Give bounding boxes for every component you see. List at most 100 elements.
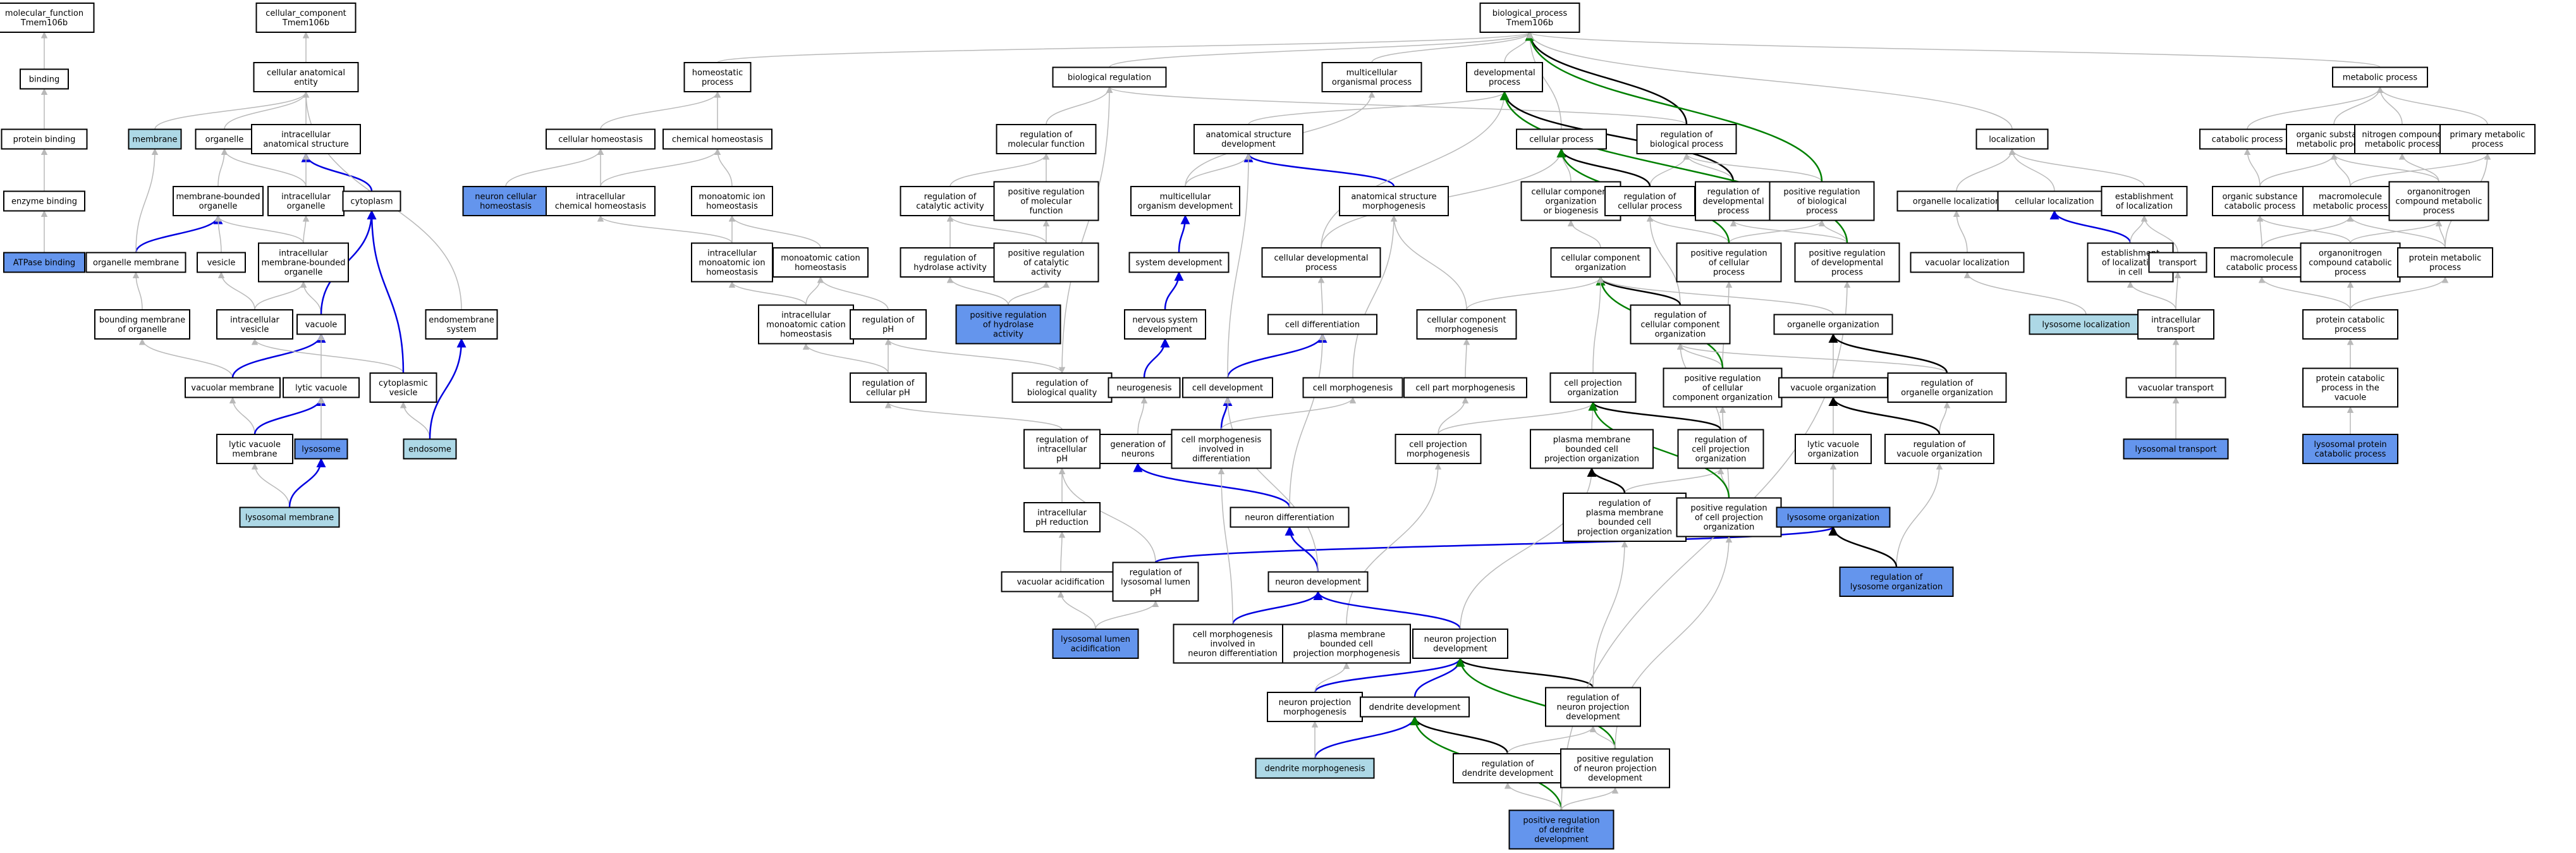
term-label: cell part morphogenesis <box>1415 384 1515 393</box>
edge-is-a <box>2435 219 2446 249</box>
term-label-line: regulation of <box>1707 188 1760 197</box>
term-label-line: intracellular <box>576 192 625 202</box>
term-label: lysosomal transport <box>2135 445 2216 455</box>
term-label-line: intracellular <box>281 130 331 140</box>
term-box <box>1108 377 1181 398</box>
term-label: cellular localization <box>2015 197 2094 207</box>
term-label-line: dendrite morphogenesis <box>1265 764 1365 774</box>
term-box <box>296 314 346 335</box>
term-label: vacuolar transport <box>2138 384 2214 393</box>
term-box <box>1549 372 1637 403</box>
term-label-line: organelle organization <box>1901 388 1993 398</box>
term-label-line: regulation of <box>1871 573 1923 582</box>
term-label: vacuolar localization <box>1925 259 2010 268</box>
term-label-line: homeostasis <box>780 330 832 340</box>
term-label-line: neuron projection <box>1557 703 1630 713</box>
term-box <box>2137 309 2214 340</box>
term-box <box>1124 309 1206 340</box>
edge-is-a <box>2008 148 2145 187</box>
edge-is-a <box>728 281 807 305</box>
term-label-line: development <box>1566 713 1620 722</box>
term-label-line: compound metabolic <box>2395 197 2482 207</box>
edge-is-a <box>1649 152 1690 187</box>
term-label-line: vacuole <box>2335 393 2367 403</box>
term-label-line: of cellular <box>1702 384 1743 393</box>
term-label-line: molecular_function <box>5 9 83 18</box>
term-label-line: positive regulation <box>1809 249 1885 259</box>
term-box <box>173 186 264 216</box>
edge-is-a <box>1371 31 1534 63</box>
term-label-line: plasma membrane <box>1586 508 1664 518</box>
term-label-line: development <box>1138 325 1192 334</box>
term-box <box>1839 567 1954 597</box>
term-label-line: cellular developmental <box>1274 254 1369 263</box>
term-box <box>1267 314 1377 335</box>
term-box <box>1550 247 1651 278</box>
term-label: vesicle <box>207 259 236 268</box>
term-box <box>662 128 772 150</box>
term-label-line: regulation of <box>1921 379 1974 388</box>
edge-is-a <box>214 214 304 243</box>
term-label-line: of dendrite <box>1539 826 1584 835</box>
term-label-line: lysosome <box>302 445 340 455</box>
term-label-line: lysosomal lumen <box>1121 578 1190 587</box>
term-label-line: multicellular <box>1160 192 1211 202</box>
edge-is-a <box>2247 86 2384 130</box>
edge-is-a <box>1314 662 1350 693</box>
term-label-line: cell morphogenesis <box>1193 630 1273 640</box>
term-label-line: cell projection <box>1409 440 1467 450</box>
term-label: cell differentiation <box>1285 321 1360 330</box>
term-box <box>369 372 437 403</box>
term-label-line: neurogenesis <box>1116 384 1171 393</box>
term-box <box>1663 367 1783 408</box>
term-node-cytoplasm: cytoplasm <box>342 190 401 212</box>
term-box <box>1255 758 1375 779</box>
term-label-line: membrane <box>232 450 277 459</box>
term-label-line: organelle <box>284 268 323 278</box>
term-box <box>850 309 927 340</box>
edge-is-a <box>1438 396 1469 435</box>
edge-is-a <box>1676 343 1948 374</box>
term-label: endosome <box>408 445 451 455</box>
edge-is-a <box>600 148 721 187</box>
term-box <box>1520 181 1621 221</box>
edge-is-a <box>2243 148 2261 187</box>
term-label-line: macromolecule <box>2319 192 2382 202</box>
term-label-line: multicellular <box>1346 68 1398 78</box>
term-label-line: bounded cell <box>1565 445 1618 455</box>
term-box <box>1630 304 1731 345</box>
term-label-line: organelle <box>199 202 238 211</box>
term-label-line: positive regulation <box>1684 374 1761 384</box>
term-label: transport <box>2159 259 2197 268</box>
term-label-line: metabolic process <box>2365 140 2440 149</box>
term-box <box>1910 252 2025 273</box>
term-node-vesicle: vesicle <box>197 252 246 273</box>
term-box <box>1282 623 1411 664</box>
term-node-dendrite-dev: dendrite development <box>1360 696 1470 718</box>
term-node-cell-part-morph: cell part morphogenesis <box>1403 377 1527 398</box>
term-label-line: projection organization <box>1577 527 1672 537</box>
term-label-line: intracellular <box>781 311 831 321</box>
term-box <box>294 438 348 460</box>
term-box <box>1545 687 1641 727</box>
term-label-line: intracellular <box>279 249 328 259</box>
term-box <box>1 128 88 150</box>
term-label-line: Tmem106b <box>282 18 329 28</box>
term-label-line: projection morphogenesis <box>1293 649 1400 659</box>
term-box <box>216 309 293 340</box>
